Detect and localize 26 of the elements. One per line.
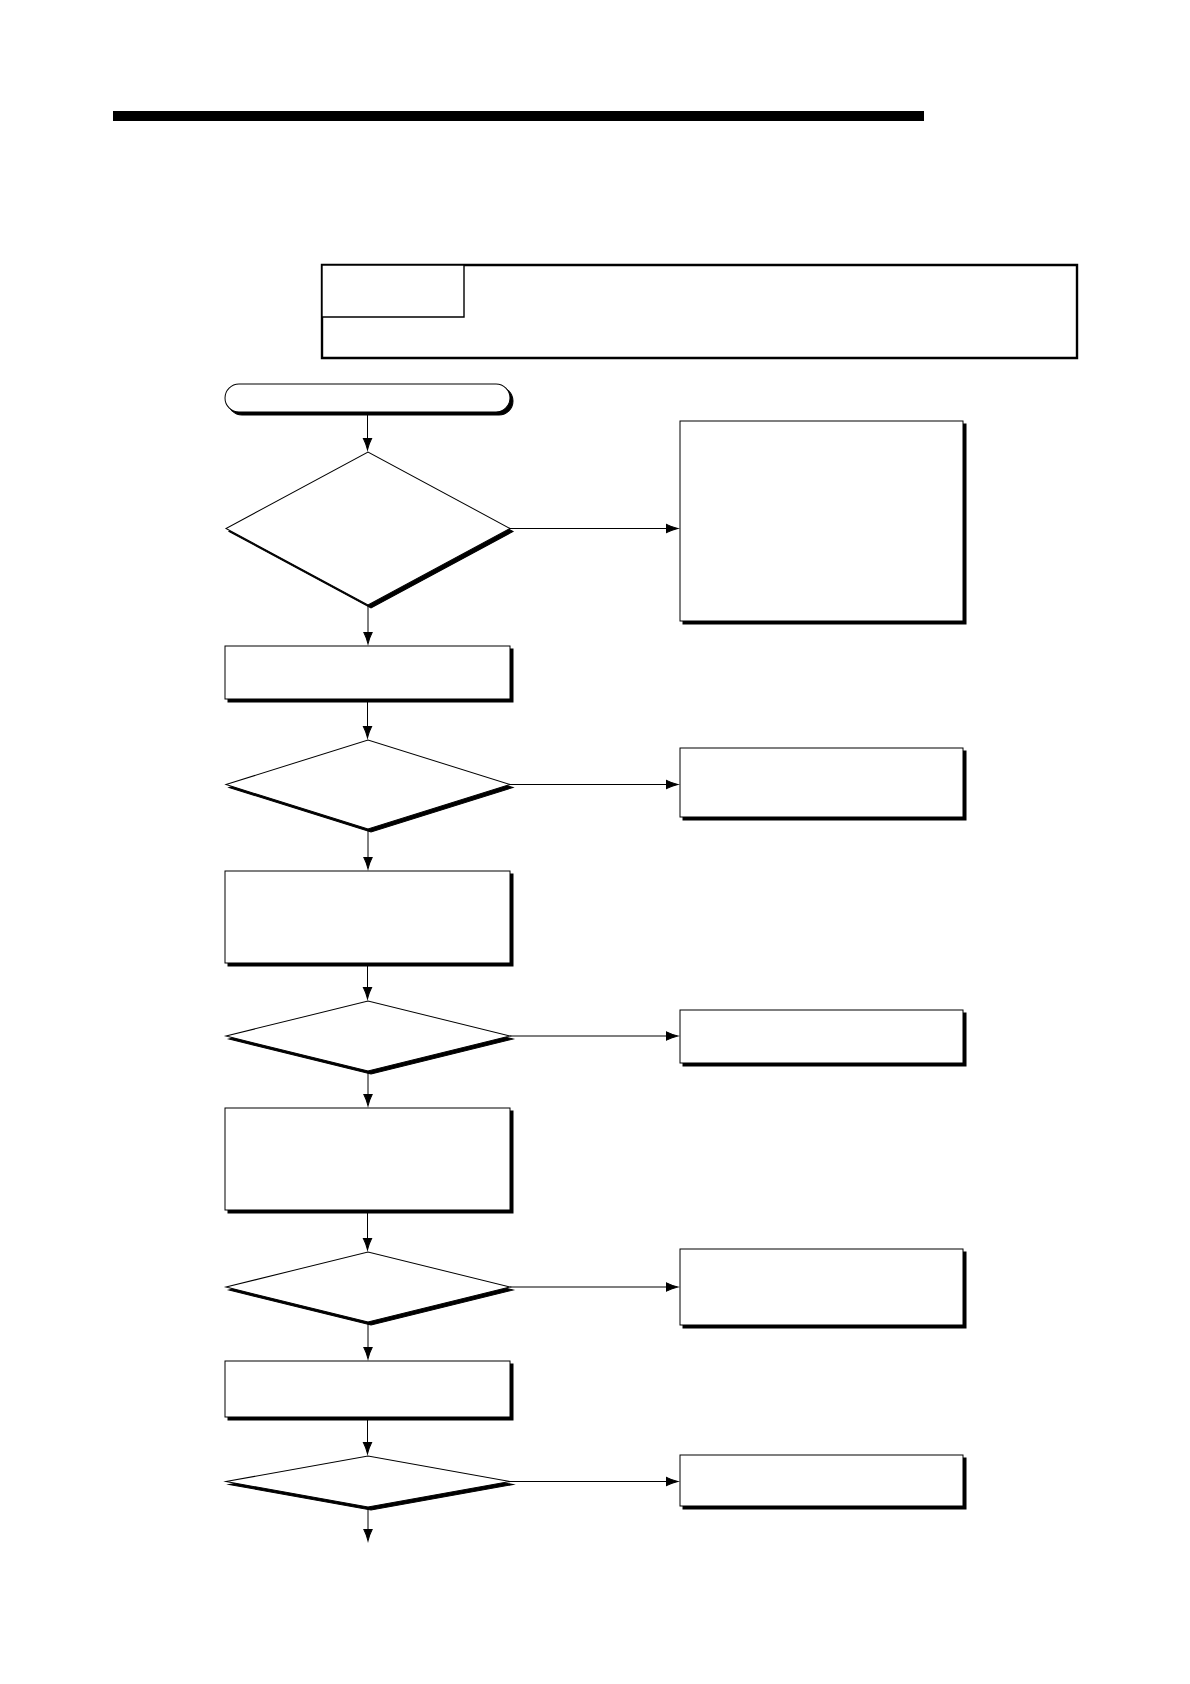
decision-diamond bbox=[225, 1000, 514, 1075]
arrow bbox=[363, 1321, 373, 1360]
arrow bbox=[363, 1070, 373, 1107]
arrow bbox=[509, 523, 679, 534]
arrow bbox=[509, 1476, 679, 1487]
process-box bbox=[679, 1454, 967, 1510]
arrow bbox=[363, 1506, 373, 1542]
process-box bbox=[224, 870, 514, 967]
arrow bbox=[509, 779, 679, 790]
process-box bbox=[224, 1107, 514, 1214]
arrow bbox=[363, 828, 373, 870]
terminal-box bbox=[224, 383, 514, 416]
decision-diamond bbox=[225, 451, 514, 609]
process-box bbox=[679, 1009, 967, 1067]
decision-diamond bbox=[225, 739, 514, 833]
arrow bbox=[509, 1031, 679, 1041]
process-box bbox=[679, 420, 967, 625]
process-box bbox=[224, 645, 514, 703]
label-box bbox=[321, 264, 465, 318]
arrow bbox=[509, 1282, 679, 1292]
process-box bbox=[224, 1360, 514, 1421]
process-box bbox=[679, 747, 967, 821]
decision-diamond bbox=[225, 1455, 514, 1511]
process-box bbox=[679, 1248, 967, 1329]
arrow bbox=[363, 604, 373, 645]
decision-diamond bbox=[225, 1251, 514, 1326]
